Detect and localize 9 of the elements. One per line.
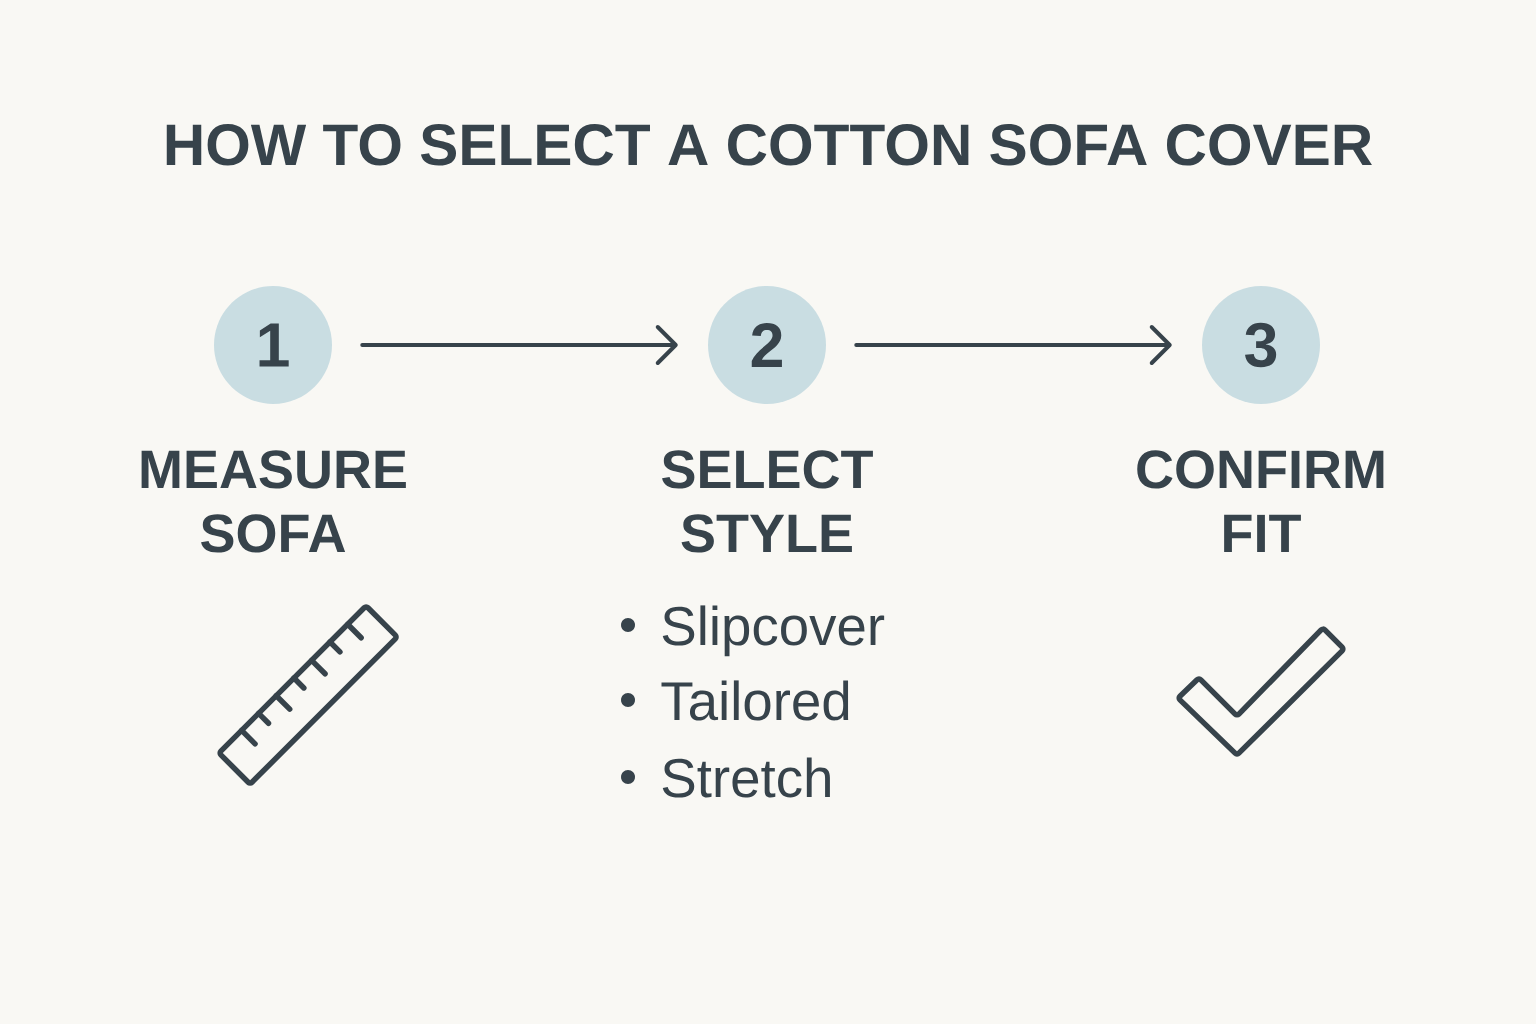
arrow bbox=[854, 325, 1172, 365]
title: HOW TO SELECT A COTTON SOFA COVER bbox=[166, 124, 1372, 166]
step-heading: MEASURE SOFA bbox=[141, 450, 406, 553]
step-heading: SELECT STYLE bbox=[662, 450, 873, 553]
list-item: Slipcover bbox=[662, 605, 885, 657]
step-heading: CONFIRM FIT bbox=[1137, 450, 1384, 552]
list-item: Stretch bbox=[662, 757, 830, 798]
arrow bbox=[360, 325, 678, 365]
list-item: Tailored bbox=[661, 680, 849, 721]
